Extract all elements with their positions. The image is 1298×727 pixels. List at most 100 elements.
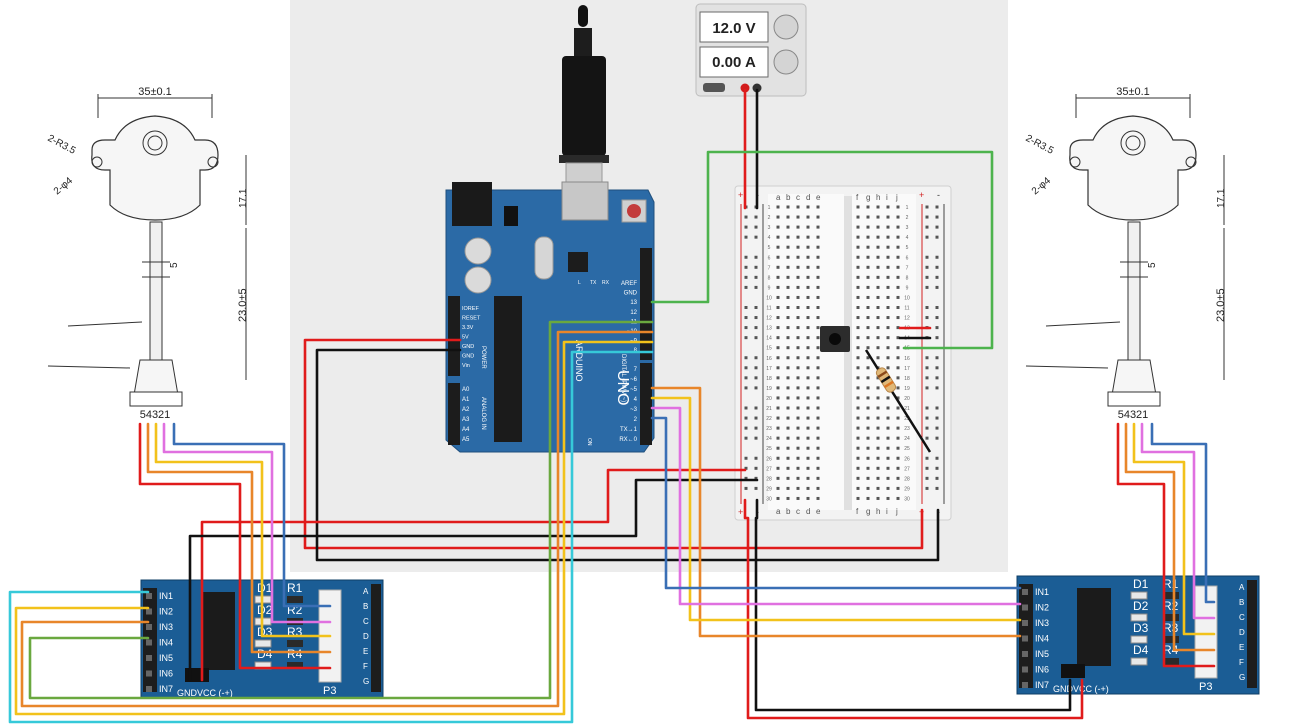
- resistor-label: R4: [287, 647, 303, 661]
- driver-board-right[interactable]: IN1IN2IN3IN4IN5IN6IN7ABCDEFGD1D2D3D4R1R2…: [1016, 575, 1260, 695]
- tick-dimension: 5: [1147, 262, 1158, 268]
- input-pin-label: IN5: [159, 653, 173, 663]
- rail-label: -: [937, 190, 940, 200]
- digital-pin-label: AREF: [621, 281, 637, 287]
- digital-pin-label: 2: [634, 417, 638, 423]
- column-label: i: [886, 507, 888, 516]
- row-number: 11: [766, 306, 771, 312]
- driver-board-left[interactable]: IN1IN2IN3IN4IN5IN6IN7ABCDEFGD1D2D3D4R1R2…: [140, 579, 384, 699]
- row-number: 21: [766, 406, 772, 412]
- row-number: 26: [766, 456, 772, 462]
- power-supply[interactable]: 12.0 V 0.00 A: [695, 3, 807, 97]
- row-number: 23: [904, 426, 910, 432]
- column-label: i: [886, 193, 888, 202]
- row-number: 19: [766, 386, 772, 392]
- column-label: b: [786, 507, 791, 516]
- input-pin-label: IN5: [1035, 649, 1049, 659]
- row-number: 3: [768, 225, 771, 231]
- resistor-lead: [864, 349, 932, 453]
- row-number: 21: [904, 406, 910, 412]
- negative-terminal[interactable]: [752, 83, 762, 93]
- row-number: 1: [906, 205, 909, 211]
- column-label: h: [876, 193, 880, 202]
- input-pin-label: IN2: [159, 607, 173, 617]
- column-label: h: [876, 507, 880, 516]
- current-knob[interactable]: [773, 49, 799, 75]
- digital-pin-label: 12: [630, 310, 637, 316]
- side-pin-label: E: [363, 647, 368, 656]
- motor-right-lead-yellow: [1132, 422, 1216, 636]
- analog-pin-label: A5: [462, 437, 470, 443]
- radius-label: 2-R3.5: [1024, 133, 1056, 157]
- input-pin-label: IN2: [1035, 603, 1049, 613]
- row-number: 25: [904, 446, 910, 452]
- row-number: 16: [766, 356, 772, 362]
- led-label: D3: [1133, 621, 1149, 635]
- side-pin-label: C: [1239, 613, 1245, 622]
- column-label: a: [776, 507, 781, 516]
- atmega-chip: [494, 296, 522, 442]
- motor-left-lead-blue: [172, 422, 332, 608]
- row-number: 28: [766, 476, 772, 482]
- row-number: 9: [768, 285, 771, 291]
- input-pin-label: IN1: [159, 591, 173, 601]
- column-label: d: [806, 193, 810, 202]
- power-pin-label: 5V: [462, 335, 469, 341]
- power-pin-label: 3.3V: [462, 325, 474, 331]
- row-number: 29: [904, 486, 910, 492]
- positive-terminal[interactable]: [740, 83, 750, 93]
- row-number: 29: [766, 486, 772, 492]
- side-pin-label: E: [1239, 643, 1244, 652]
- tick-dimension: 5: [169, 262, 180, 268]
- input-pin-label: IN3: [159, 622, 173, 632]
- hole-label: 2-φ4: [1030, 175, 1053, 197]
- input-pin-label: IN6: [1035, 665, 1049, 675]
- analog-pin-label: A1: [462, 397, 470, 403]
- side-pin-label: C: [363, 617, 369, 626]
- row-number: 10: [904, 295, 910, 301]
- reset-button[interactable]: [627, 204, 641, 218]
- row-number: 17: [904, 366, 910, 372]
- resistor-label: R3: [1163, 621, 1179, 635]
- wire-pin8-cyan: [8, 350, 654, 724]
- power-pin-label: GND: [462, 354, 474, 360]
- motor-left-lead-red: [138, 422, 332, 670]
- side-pin-label: G: [1239, 673, 1245, 682]
- row-number: 28: [904, 476, 910, 482]
- input-pin-label: IN6: [159, 669, 173, 679]
- row-number: 30: [904, 496, 910, 502]
- connector-label: P3: [323, 685, 336, 697]
- row-number: 26: [904, 456, 910, 462]
- wire-pin5-orange: [650, 386, 1022, 638]
- height-dimension: 17.1: [238, 188, 249, 208]
- motor-right-lead-blue: [1150, 422, 1216, 604]
- input-pin-label: IN3: [1035, 618, 1049, 628]
- resistor-label: R1: [1163, 577, 1179, 591]
- power-label: GNDVCC (-+): [177, 688, 233, 698]
- led-label: D4: [257, 647, 273, 661]
- column-label: j: [895, 193, 898, 202]
- wire-right-vcc-red: [743, 498, 1084, 720]
- row-number: 24: [904, 436, 910, 442]
- row-number: 11: [904, 306, 909, 312]
- resistor: [875, 367, 897, 393]
- power-pin-label: RESET: [462, 316, 481, 322]
- voltage-knob[interactable]: [773, 14, 799, 40]
- power-switch[interactable]: [703, 83, 725, 92]
- digital-pin-label: 13: [630, 300, 637, 306]
- row-number: 1: [768, 205, 771, 211]
- on-label: ON: [586, 438, 592, 446]
- row-number: 5: [768, 245, 771, 251]
- analog-pin-label: A4: [462, 427, 470, 433]
- lead-dimension: 23.0±5: [1215, 288, 1227, 322]
- rail-label: +: [738, 507, 743, 517]
- column-label: e: [816, 193, 821, 202]
- column-label: c: [796, 193, 800, 202]
- digital-pin-label: ~3: [630, 407, 638, 413]
- row-number: 20: [766, 396, 772, 402]
- analog-pin-label: A2: [462, 407, 470, 413]
